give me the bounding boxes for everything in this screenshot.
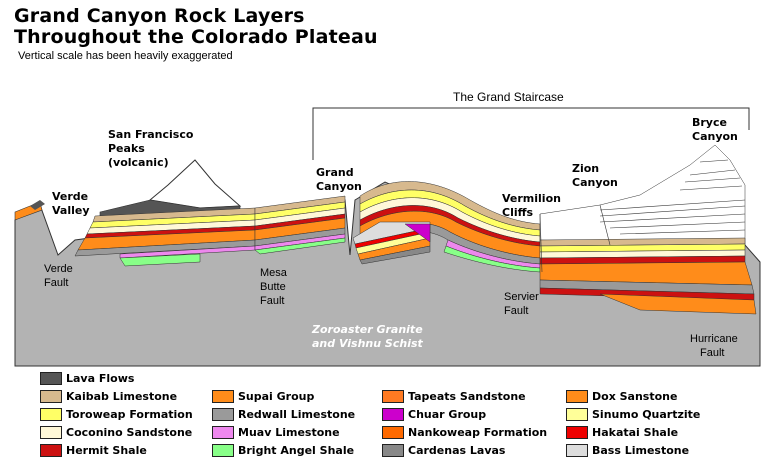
legend-swatch bbox=[566, 443, 588, 457]
staircase-bracket bbox=[312, 107, 750, 160]
legend-item: Bass Limestone bbox=[566, 442, 689, 458]
legend-item: Muav Limestone bbox=[212, 424, 340, 440]
label-bryce-canyon: Bryce Canyon bbox=[692, 116, 738, 143]
legend-item: Toroweap Formation bbox=[40, 406, 193, 422]
legend-item: Lava Flows bbox=[40, 370, 134, 386]
legend-label: Kaibab Limestone bbox=[66, 389, 178, 403]
legend-swatch bbox=[382, 389, 404, 403]
left-block-strata bbox=[74, 207, 256, 267]
label-san-francisco-peaks: San Francisco Peaks (volcanic) bbox=[108, 128, 197, 169]
legend-item: Hakatai Shale bbox=[566, 424, 678, 440]
legend-swatch bbox=[566, 425, 588, 439]
legend-item: Sinumo Quartzite bbox=[566, 406, 700, 422]
legend-swatch bbox=[212, 389, 234, 403]
legend-label: Nankoweap Formation bbox=[408, 425, 548, 439]
supergroup-block bbox=[352, 221, 431, 265]
label-zion-canyon: Zion Canyon bbox=[572, 162, 618, 189]
legend-item: Dox Sanstone bbox=[566, 388, 677, 404]
label-servier-fault: Servier Fault bbox=[504, 291, 542, 317]
legend-label: Dox Sanstone bbox=[592, 389, 678, 403]
cliff-lines bbox=[539, 159, 746, 273]
legend-label: Lava Flows bbox=[66, 371, 135, 385]
legend-item: Redwall Limestone bbox=[212, 406, 355, 422]
legend-item: Bright Angel Shale bbox=[212, 442, 354, 458]
subtitle: Vertical scale has been heavily exaggera… bbox=[18, 50, 233, 62]
legend-swatch bbox=[40, 371, 62, 385]
legend-label: Supai Group bbox=[238, 389, 315, 403]
legend-label: Redwall Limestone bbox=[238, 407, 356, 421]
legend-swatch bbox=[566, 389, 588, 403]
legend-item: Cardenas Lavas bbox=[382, 442, 505, 458]
page-title: Grand Canyon Rock Layers Throughout the … bbox=[14, 6, 378, 48]
legend-swatch bbox=[40, 443, 62, 457]
legend-label: Cardenas Lavas bbox=[408, 443, 506, 457]
legend-swatch bbox=[212, 443, 234, 457]
title-line-1: Grand Canyon Rock Layers bbox=[14, 5, 305, 27]
legend-swatch bbox=[40, 389, 62, 403]
legend: Lava Flows Kaibab Limestone Toroweap For… bbox=[40, 370, 760, 464]
legend-label: Sinumo Quartzite bbox=[592, 407, 701, 421]
legend-label: Tapeats Sandstone bbox=[408, 389, 526, 403]
legend-swatch bbox=[382, 407, 404, 421]
legend-swatch bbox=[212, 425, 234, 439]
label-vermilion-cliffs: Vermilion Cliffs bbox=[502, 192, 565, 219]
legend-item: Tapeats Sandstone bbox=[382, 388, 526, 404]
legend-swatch bbox=[566, 407, 588, 421]
legend-label: Chuar Group bbox=[408, 407, 487, 421]
legend-swatch bbox=[382, 443, 404, 457]
label-hurricane-fault: Hurricane Fault bbox=[690, 333, 741, 359]
middle-block-strata bbox=[254, 195, 346, 255]
label-basement: Zoroaster Granite and Vishnu Schist bbox=[311, 323, 427, 350]
right-block-strata bbox=[539, 144, 757, 315]
staircase-label: The Grand Staircase bbox=[453, 90, 564, 104]
legend-item: Supai Group bbox=[212, 388, 314, 404]
verde-lava bbox=[30, 200, 45, 210]
legend-label: Hermit Shale bbox=[66, 443, 147, 457]
legend-item: Chuar Group bbox=[382, 406, 486, 422]
cross-section-diagram: The Grand Staircase Verde Valley San Fra… bbox=[14, 90, 761, 367]
legend-swatch bbox=[382, 425, 404, 439]
legend-swatch bbox=[212, 407, 234, 421]
label-mesa-butte-fault: Mesa Butte Fault bbox=[260, 267, 290, 307]
legend-label: Toroweap Formation bbox=[66, 407, 193, 421]
legend-label: Muav Limestone bbox=[238, 425, 340, 439]
legend-item: Coconino Sandstone bbox=[40, 424, 192, 440]
legend-label: Bass Limestone bbox=[592, 443, 690, 457]
legend-swatch bbox=[40, 425, 62, 439]
legend-swatch bbox=[40, 407, 62, 421]
legend-label: Bright Angel Shale bbox=[238, 443, 355, 457]
legend-label: Coconino Sandstone bbox=[66, 425, 193, 439]
label-verde-fault: Verde Fault bbox=[44, 263, 76, 289]
label-verde-valley: Verde Valley bbox=[52, 190, 92, 217]
legend-label: Hakatai Shale bbox=[592, 425, 679, 439]
legend-item: Hermit Shale bbox=[40, 442, 147, 458]
label-grand-canyon: Grand Canyon bbox=[316, 166, 362, 193]
legend-item: Nankoweap Formation bbox=[382, 424, 547, 440]
legend-item: Kaibab Limestone bbox=[40, 388, 177, 404]
title-line-2: Throughout the Colorado Plateau bbox=[14, 26, 378, 48]
